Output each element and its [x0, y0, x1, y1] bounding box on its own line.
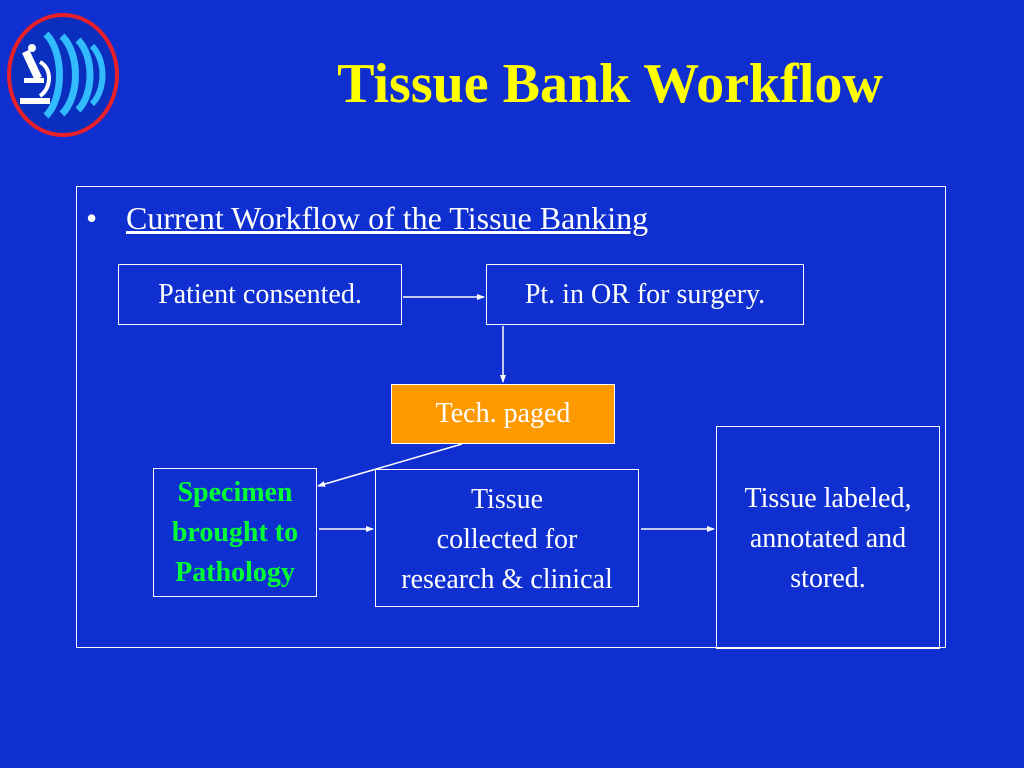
- labeled-line-3: stored.: [790, 563, 866, 594]
- step-specimen-brought: Specimen brought to Pathology: [153, 468, 317, 597]
- specimen-line-2: brought to: [171, 516, 299, 548]
- microscope-emblem-icon: [7, 13, 119, 137]
- tissue-line-1: Tissue: [470, 484, 544, 515]
- step-tissue-labeled: Tissue labeled, annotated and stored.: [716, 426, 940, 649]
- bullet-icon: •: [86, 200, 98, 236]
- step-tissue-collected: Tissue collected for research & clinical: [375, 469, 639, 607]
- content-panel: [76, 186, 946, 648]
- bullet-heading: Current Workflow of the Tissue Banking: [126, 200, 649, 236]
- tissue-line-3: research & clinical: [401, 564, 613, 595]
- labeled-line-1: Tissue labeled,: [744, 483, 912, 514]
- labeled-line-2: annotated and: [749, 523, 907, 554]
- slide-title: Tissue Bank Workflow: [337, 53, 883, 115]
- arrow-tech-to-specimen: [317, 443, 463, 487]
- step-pt-in-or: Pt. in OR for surgery.: [486, 264, 804, 325]
- step-patient-consented: Patient consented.: [118, 264, 402, 325]
- step-tech-paged: Tech. paged: [391, 384, 615, 444]
- specimen-line-1: Specimen: [177, 476, 293, 508]
- specimen-line-3: Pathology: [175, 556, 295, 588]
- tissue-line-2: collected for: [436, 524, 578, 555]
